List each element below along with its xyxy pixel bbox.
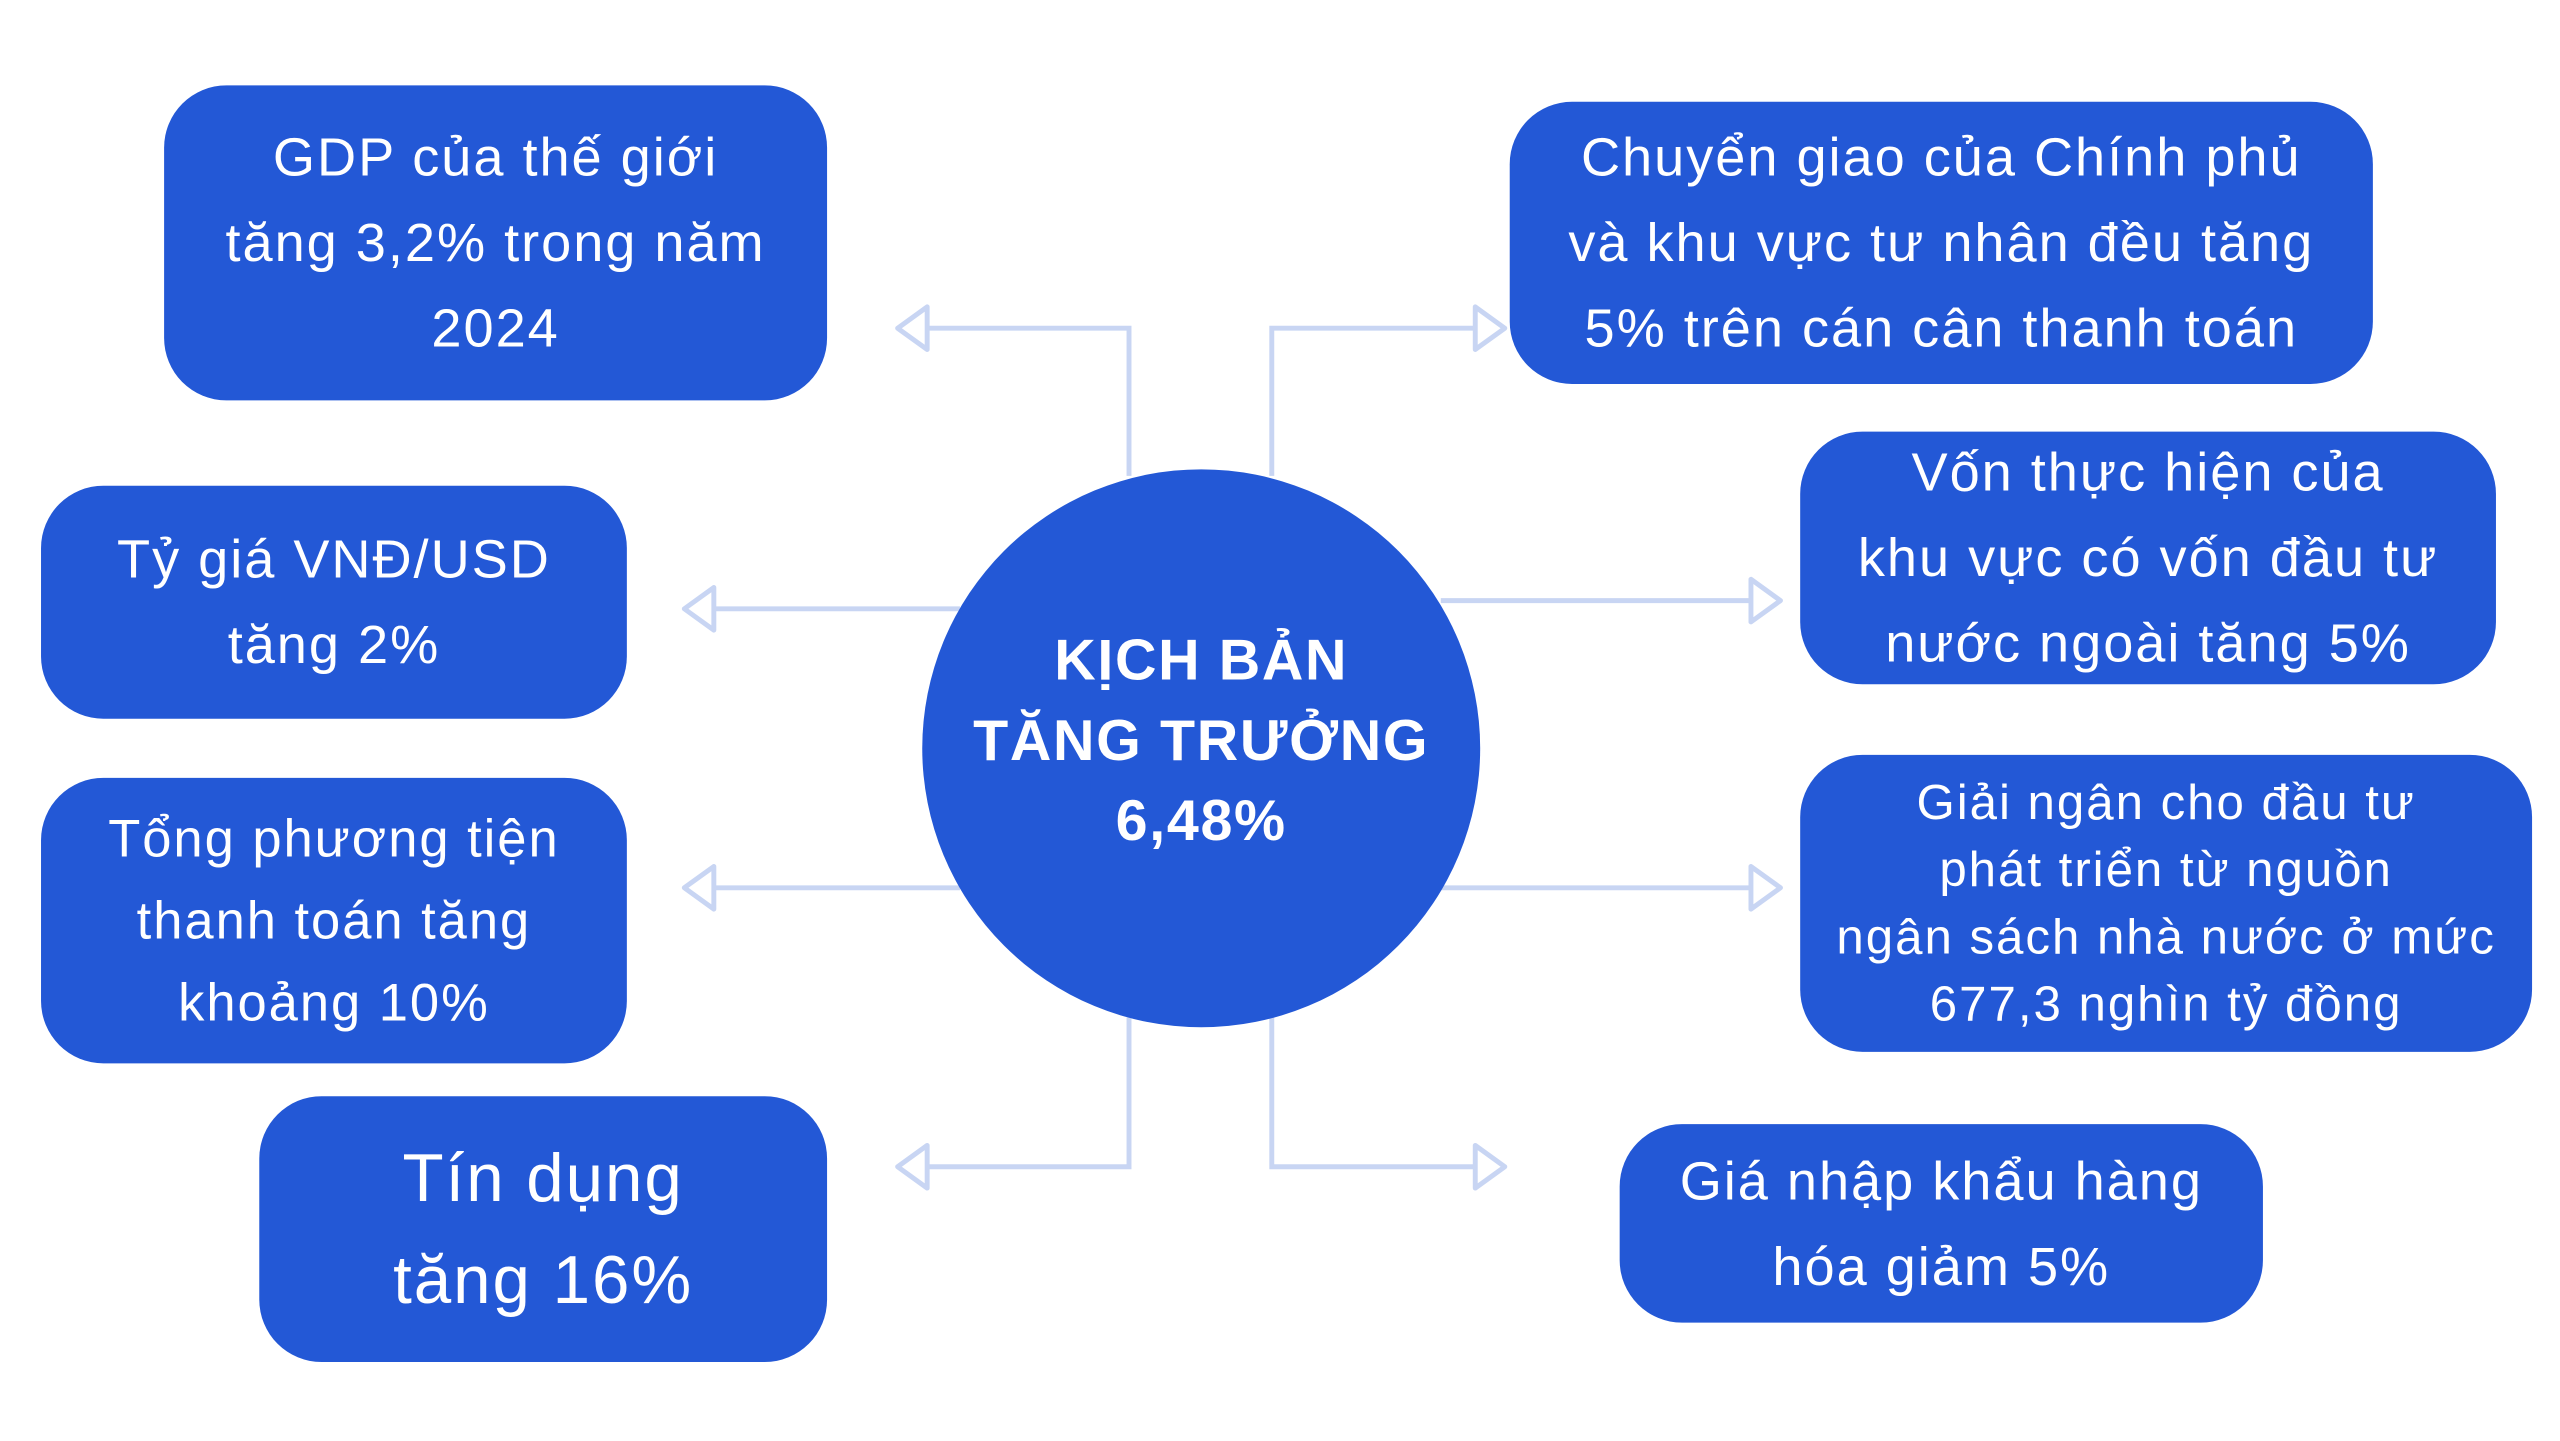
box-credit: Tín dụng tăng 16%: [259, 1096, 828, 1363]
connector-credit: [905, 1017, 1132, 1170]
box-text: và khu vực tư nhân đều tăng: [1568, 211, 2315, 273]
box-text: 677,3 nghìn tỷ đồng: [1929, 977, 2403, 1032]
box-text: Tỷ giá VNĐ/USD: [117, 528, 551, 590]
box-text: tăng 16%: [393, 1242, 694, 1318]
center-line: TĂNG TRƯỞNG: [973, 708, 1430, 773]
box-text: 2024: [431, 297, 560, 358]
box-fdi: Vốn thực hiện của khu vực có vốn đầu tư …: [1800, 431, 2496, 685]
box-text: Giải ngân cho đầu tư: [1916, 775, 2416, 830]
box-import-price: Giá nhập khẩu hàng hóa giảm 5%: [1619, 1124, 2263, 1323]
box-text: Vốn thực hiện của: [1911, 441, 2385, 503]
box-text: Giá nhập khẩu hàng: [1679, 1149, 2203, 1211]
center-scenario-circle: KỊCH BẢN TĂNG TRƯỞNG 6,48%: [922, 469, 1481, 1028]
box-text: ngân sách nhà nước ở mức: [1836, 909, 2496, 965]
box-money-supply: Tổng phương tiện thanh toán tăng khoảng …: [41, 777, 627, 1064]
box-transfers: Chuyển giao của Chính phủ và khu vực tư …: [1509, 101, 2373, 384]
box-text: Tổng phương tiện: [108, 809, 560, 869]
box-text: khoảng 10%: [178, 973, 490, 1033]
box-text: nước ngoài tăng 5%: [1885, 612, 2411, 673]
connector-transfers: [1269, 325, 1497, 476]
arrow-left-icon: [681, 863, 717, 912]
box-text: tăng 2%: [227, 613, 441, 675]
box-world-gdp: GDP của thế giới tăng 3,2% trong năm 202…: [164, 85, 828, 401]
box-text: 5% trên cán cân thanh toán: [1584, 297, 2299, 358]
arrow-right-icon: [1472, 304, 1508, 352]
arrow-left-icon: [681, 585, 717, 633]
arrow-right-icon: [1748, 576, 1783, 625]
connector-import-price: [1269, 1017, 1497, 1170]
arrow-right-icon: [1748, 863, 1783, 912]
arrow-left-icon: [895, 304, 930, 352]
box-public-investment: Giải ngân cho đầu tư phát triển từ nguồn…: [1800, 754, 2533, 1052]
box-text: thanh toán tăng: [136, 891, 532, 951]
box-text: khu vực có vốn đầu tư: [1857, 526, 2439, 588]
center-line: KỊCH BẢN: [1054, 627, 1349, 692]
center-value: 6,48%: [1115, 788, 1287, 853]
arrow-left-icon: [895, 1142, 930, 1191]
box-text: GDP của thế giới: [272, 126, 719, 188]
box-text: Tín dụng: [402, 1140, 684, 1216]
box-text: hóa giảm 5%: [1772, 1234, 2111, 1296]
box-text: Chuyển giao của Chính phủ: [1580, 126, 2302, 188]
box-text: tăng 3,2% trong năm: [225, 211, 766, 273]
box-text: phát triển từ nguồn: [1939, 842, 2393, 897]
arrow-right-icon: [1472, 1142, 1508, 1191]
connector-gdp: [905, 325, 1132, 476]
box-exchange-rate: Tỷ giá VNĐ/USD tăng 2%: [41, 485, 627, 719]
